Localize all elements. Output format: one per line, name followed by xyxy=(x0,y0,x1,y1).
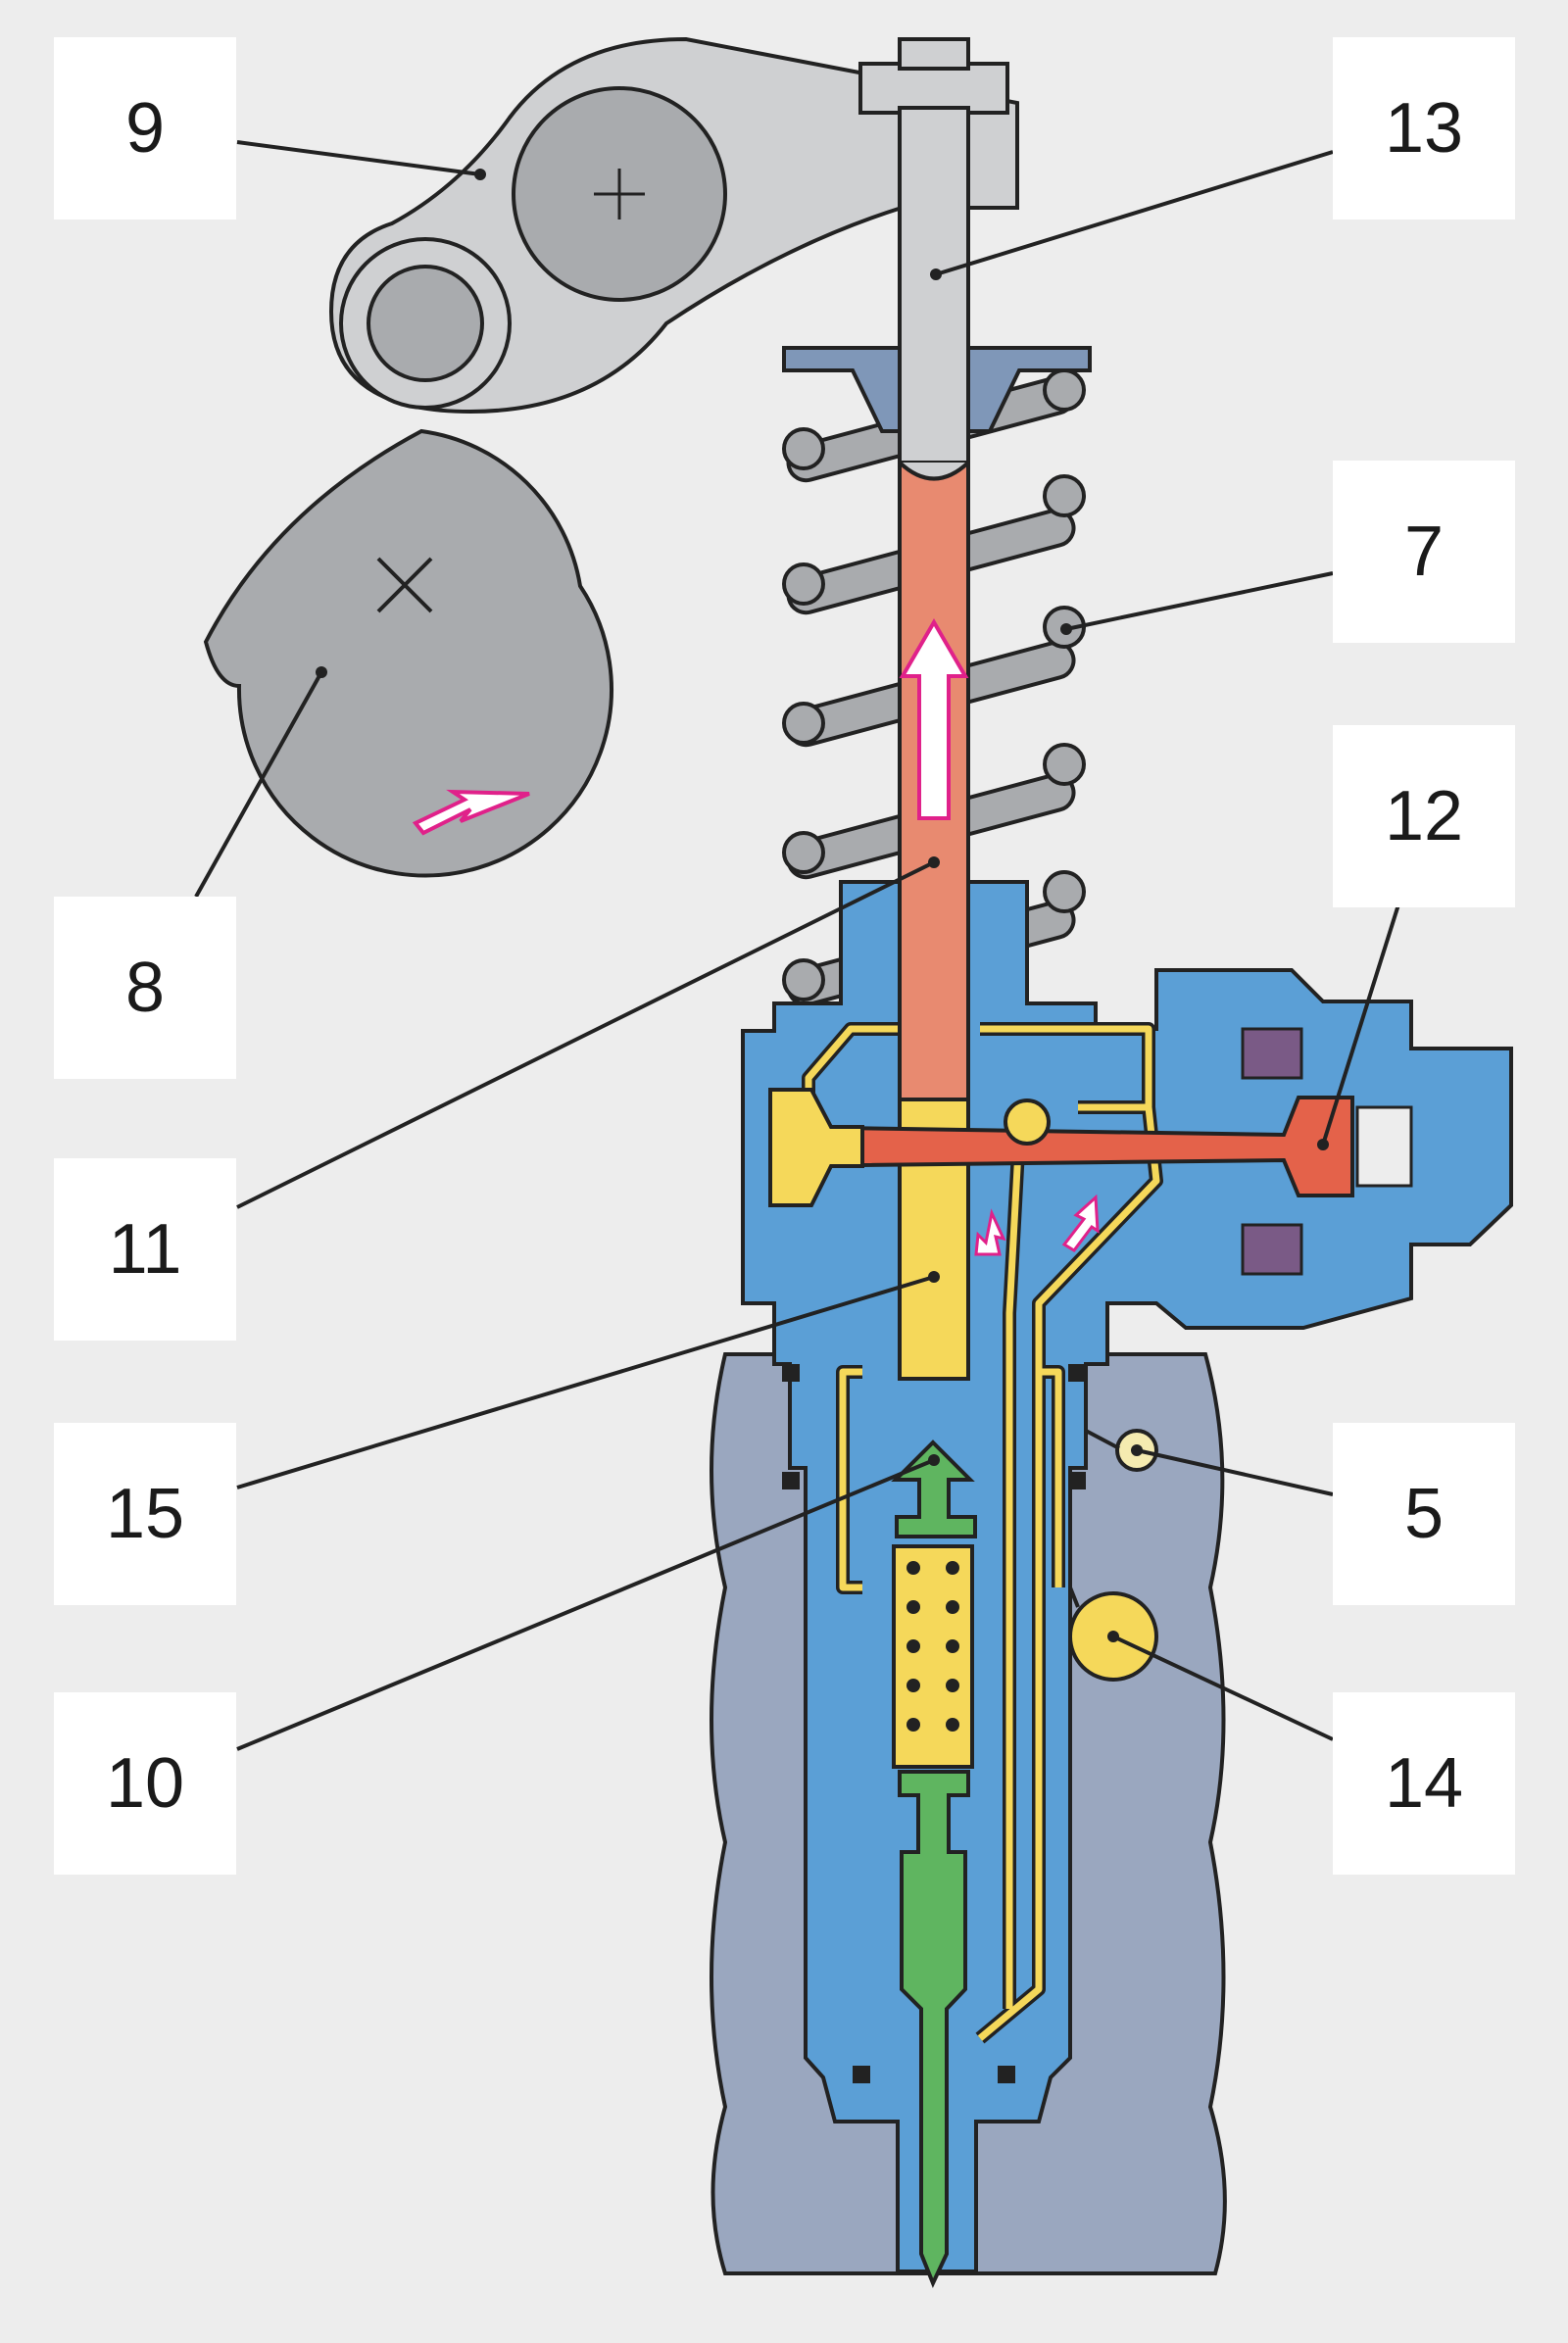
flow-arrow-down xyxy=(974,1208,1006,1256)
callout-14: 14 xyxy=(1333,1692,1515,1875)
solenoid-valve xyxy=(1241,1027,1303,1276)
callout-9: 9 xyxy=(54,37,236,220)
rocker-arm xyxy=(328,36,1019,415)
adjusting-nut xyxy=(858,37,1009,115)
nozzle-needle xyxy=(898,1770,970,2289)
leader-dots xyxy=(474,169,1329,1642)
cam-rotation-arrow xyxy=(412,789,530,836)
seals xyxy=(782,1364,1086,2083)
callout-8: 8 xyxy=(54,897,236,1079)
solenoid-valve-needle xyxy=(772,1096,1354,1197)
callout-11: 11 xyxy=(54,1158,236,1341)
callout-12: 12 xyxy=(1333,725,1515,907)
plunger-upstroke-arrow xyxy=(899,618,969,820)
nozzle-spring xyxy=(892,1544,974,1769)
leader-lines xyxy=(194,140,1401,1751)
callout-15: 15 xyxy=(54,1423,236,1605)
callout-5: 5 xyxy=(1333,1423,1515,1605)
valve-chamber xyxy=(768,1088,864,1207)
spring-coil-ends xyxy=(782,368,1086,1001)
callout-13: 13 xyxy=(1333,37,1515,220)
flow-arrow-up xyxy=(1061,1194,1100,1252)
callout-7: 7 xyxy=(1333,461,1515,643)
callout-10: 10 xyxy=(54,1692,236,1875)
pushrod xyxy=(898,106,970,482)
cam xyxy=(203,428,613,878)
